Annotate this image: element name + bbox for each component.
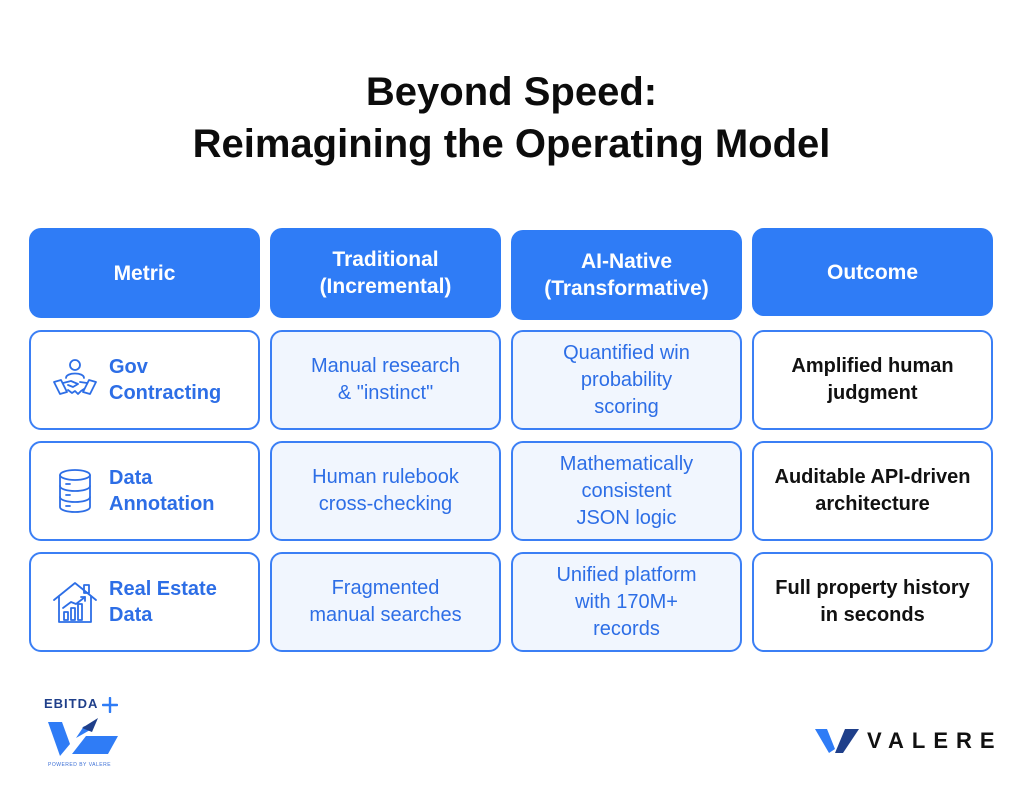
ai-line-1: Quantified win bbox=[563, 341, 690, 364]
traditional-line-2: manual searches bbox=[309, 604, 462, 626]
metric-line-1: Real Estate bbox=[109, 578, 217, 600]
outcome-line-1: Full property history bbox=[775, 577, 970, 599]
ai-native-cell-2: Mathematically consistent JSON logic bbox=[511, 441, 742, 541]
outcome-cell-1: Amplified human judgment bbox=[752, 330, 993, 430]
ai-line-2: consistent bbox=[581, 479, 672, 502]
ebitda-logo-text: EBITDA bbox=[44, 696, 99, 711]
header-traditional: Traditional (Incremental) bbox=[270, 228, 501, 318]
ebitda-logo: EBITDA POWERED BY VALERE bbox=[40, 696, 130, 776]
ai-line-3: JSON logic bbox=[576, 506, 677, 529]
ebitda-powered-text: POWERED BY VALERE bbox=[48, 762, 112, 768]
valere-mark-icon bbox=[815, 729, 859, 753]
metric-line-1: Data bbox=[109, 467, 153, 489]
metric-cell-gov-contracting: Gov Contracting bbox=[29, 330, 260, 430]
header-ai-native: AI-Native (Transformative) bbox=[511, 230, 742, 320]
header-outcome-label: Outcome bbox=[826, 260, 918, 284]
traditional-line-1: Manual research bbox=[311, 355, 460, 377]
title-line-1: Beyond Speed: bbox=[365, 70, 658, 114]
outcome-cell-3: Full property history in seconds bbox=[752, 552, 993, 652]
traditional-line-1: Human rulebook bbox=[312, 466, 459, 488]
ai-line-3: records bbox=[593, 617, 660, 640]
outcome-line-2: in seconds bbox=[820, 604, 925, 626]
traditional-line-1: Fragmented bbox=[331, 577, 440, 599]
valere-logo-text: VALERE bbox=[867, 728, 1003, 753]
traditional-cell-1: Manual research & "instinct" bbox=[270, 330, 501, 430]
header-traditional-line-2: (Incremental) bbox=[319, 275, 452, 298]
header-outcome: Outcome bbox=[752, 228, 993, 316]
ai-line-2: with 170M+ bbox=[575, 590, 678, 613]
house-chart-icon bbox=[53, 582, 97, 623]
header-ai-line-2: (Transformative) bbox=[544, 277, 709, 300]
page-title: Beyond Speed: Reimagining the Operating … bbox=[0, 66, 1023, 170]
outcome-line-2: architecture bbox=[815, 493, 930, 515]
outcome-cell-2: Auditable API-driven architecture bbox=[752, 441, 993, 541]
header-traditional-line-1: Traditional bbox=[332, 248, 439, 271]
metric-line-2: Annotation bbox=[109, 493, 215, 515]
header-ai-line-1: AI-Native bbox=[580, 250, 672, 273]
metric-cell-real-estate-data: Real Estate Data bbox=[29, 552, 260, 652]
metric-line-1: Gov bbox=[109, 356, 148, 378]
outcome-line-2: judgment bbox=[827, 382, 918, 404]
ai-line-1: Unified platform bbox=[556, 563, 697, 586]
ai-line-2: probability bbox=[580, 368, 673, 391]
ebitda-mark-icon bbox=[48, 718, 118, 756]
traditional-cell-2: Human rulebook cross-checking bbox=[270, 441, 501, 541]
outcome-line-1: Auditable API-driven bbox=[774, 466, 971, 488]
ai-line-3: scoring bbox=[594, 395, 659, 418]
title-line-2: Reimagining the Operating Model bbox=[192, 122, 831, 166]
handshake-person-icon bbox=[53, 359, 97, 395]
database-icon bbox=[59, 469, 91, 513]
ai-line-1: Mathematically bbox=[559, 452, 694, 475]
ai-native-cell-3: Unified platform with 170M+ records bbox=[511, 552, 742, 652]
header-metric-label: Metric bbox=[113, 261, 176, 285]
outcome-line-1: Amplified human bbox=[791, 355, 954, 377]
traditional-cell-3: Fragmented manual searches bbox=[270, 552, 501, 652]
plus-sparkle-icon bbox=[102, 697, 118, 713]
header-metric: Metric bbox=[29, 228, 260, 318]
metric-line-2: Contracting bbox=[109, 382, 222, 404]
metric-line-2: Data bbox=[109, 604, 153, 626]
valere-logo: VALERE bbox=[815, 724, 1003, 758]
traditional-line-2: & "instinct" bbox=[337, 382, 434, 404]
metric-cell-data-annotation: Data Annotation bbox=[29, 441, 260, 541]
traditional-line-2: cross-checking bbox=[318, 493, 453, 515]
ai-native-cell-1: Quantified win probability scoring bbox=[511, 330, 742, 430]
